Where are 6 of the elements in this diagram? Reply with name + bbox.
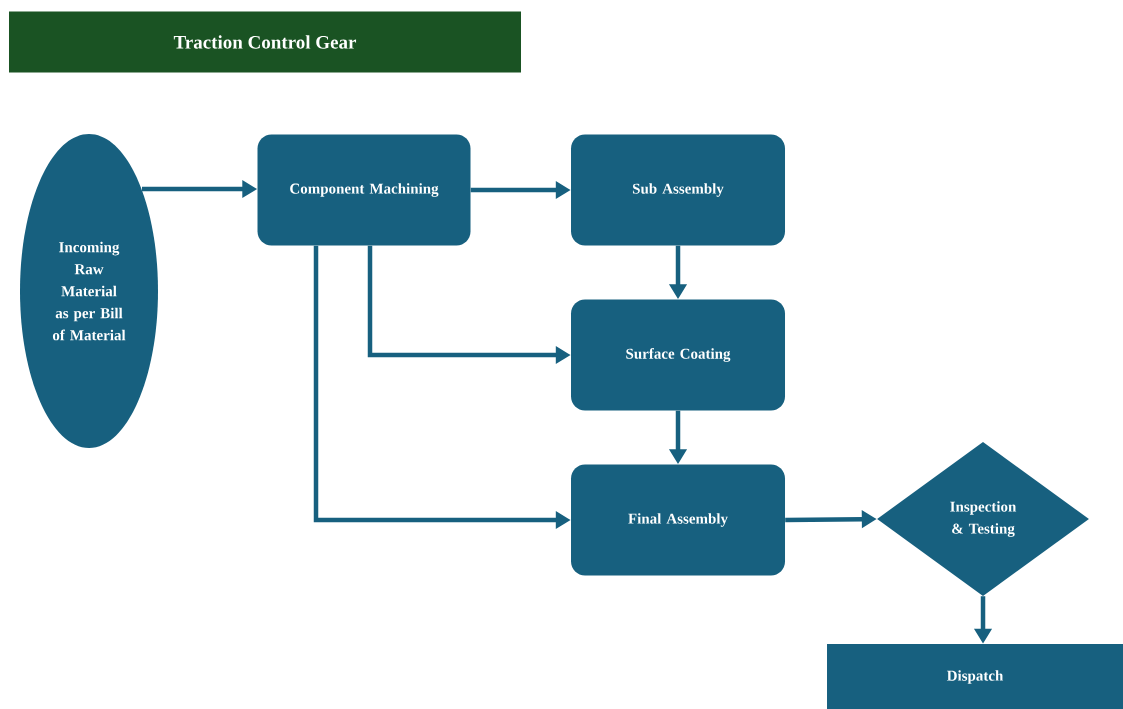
end-box: Dispatch (827, 644, 1123, 709)
process-box: Surface Coating (571, 299, 785, 411)
process-box: Component Machining (257, 134, 471, 246)
process-box: Sub Assembly (571, 134, 785, 246)
process-box: Final Assembly (571, 464, 785, 576)
title-banner: Traction Control Gear (9, 11, 521, 73)
